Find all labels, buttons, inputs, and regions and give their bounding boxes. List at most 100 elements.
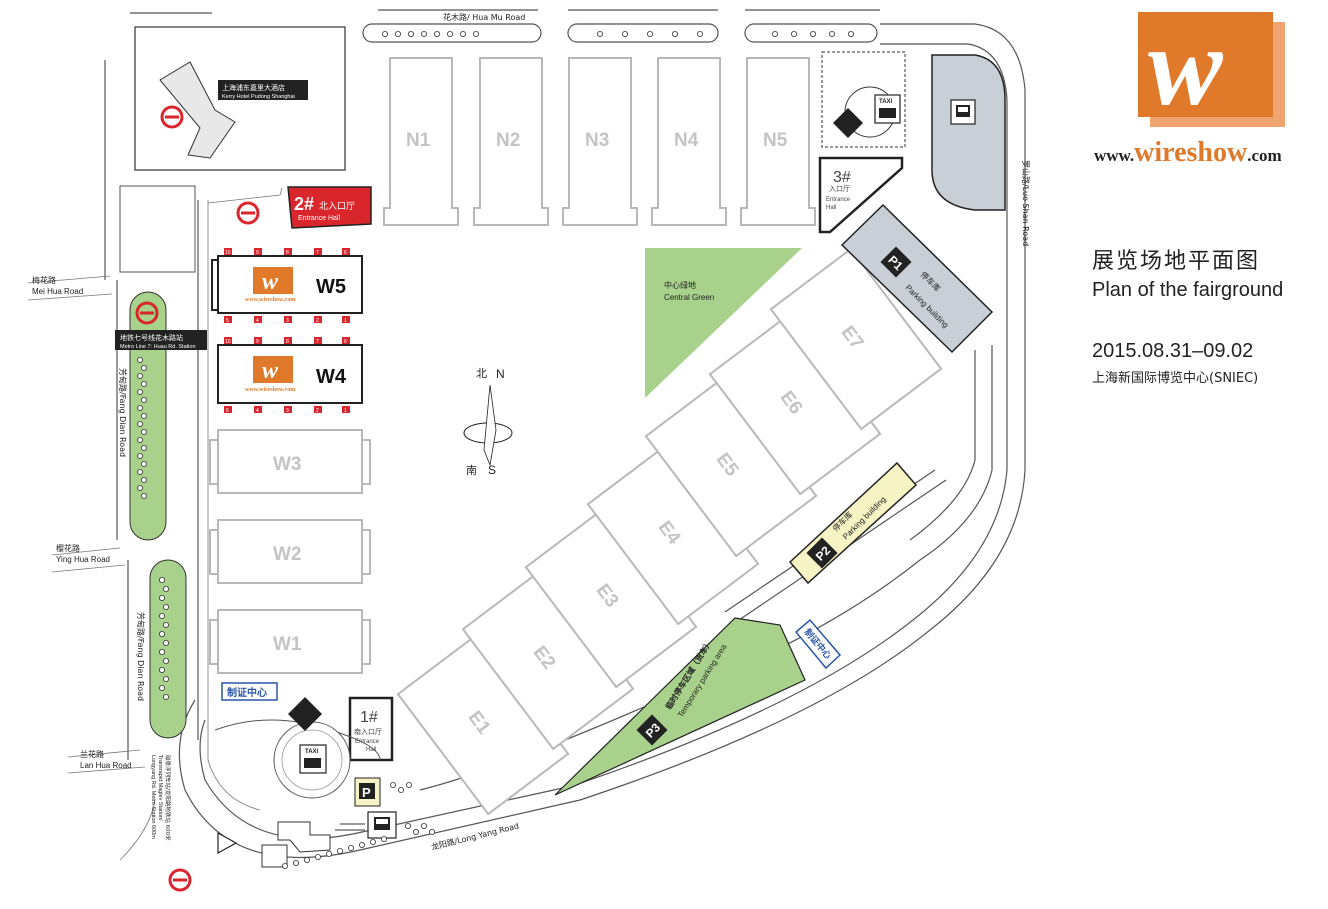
entrance-1[interactable]: 1# 南入口厅 Entrance Hall xyxy=(348,696,394,762)
hall-label-n2: N2 xyxy=(496,130,520,151)
fang-dian-green-strips xyxy=(129,291,187,739)
taxi-stand-north[interactable]: TAXI xyxy=(821,51,906,148)
door-2: 2 xyxy=(316,318,319,324)
metro-name-cn: 地铁七号线花木路站 xyxy=(120,333,183,342)
entrance-3-number: 3# xyxy=(833,169,851,186)
mei-hua-road-cn: 梅花路 xyxy=(32,275,56,285)
parking-p1[interactable]: P1 停车库 Parking building xyxy=(840,203,994,354)
taxi-stand-south[interactable]: TAXI xyxy=(214,697,381,799)
door-7: 7 xyxy=(316,250,319,256)
tree-dot xyxy=(281,863,288,870)
tree-dot xyxy=(420,823,427,830)
tree-dot xyxy=(136,420,143,427)
tree-dot xyxy=(404,823,411,830)
tree-dot xyxy=(829,30,836,37)
hall-n2[interactable] xyxy=(473,57,549,226)
door-2: 2 xyxy=(316,408,319,414)
tree-dot xyxy=(420,30,427,37)
w4-brand-logo: w www.wireshow.com xyxy=(245,356,295,393)
fang-dian-road-label-1: 芳甸路/Fang Dian Road xyxy=(118,368,128,457)
door-10: 10 xyxy=(225,339,231,345)
tree-dot xyxy=(136,468,143,475)
tree-dot xyxy=(158,595,165,602)
door-4: 4 xyxy=(256,408,259,414)
tree-dot xyxy=(433,30,440,37)
door-9: 9 xyxy=(256,339,259,345)
metro-icon xyxy=(160,105,184,129)
door-10: 10 xyxy=(225,250,231,256)
east-halls: E1 E2 E3 E4 E5 E6 E7 xyxy=(396,247,943,816)
tree-dot xyxy=(140,364,147,371)
bus-stop-south[interactable] xyxy=(367,811,397,839)
hall-n3[interactable] xyxy=(562,57,638,226)
tree-dot xyxy=(772,30,779,37)
door-6: 6 xyxy=(344,250,347,256)
tree-dot xyxy=(158,631,165,638)
tree-dot xyxy=(791,30,798,37)
tree-dot xyxy=(140,412,147,419)
entrance-2-en: Entrance Hall xyxy=(298,215,340,222)
hall-label-n5: N5 xyxy=(763,130,788,151)
tree-dot xyxy=(140,444,147,451)
tree-dot xyxy=(136,404,143,411)
parking-vip[interactable]: P xyxy=(354,777,381,807)
north-halls: N1 N2 N3 N4 N5 xyxy=(383,57,816,226)
w5-door-markers: 10 9 8 7 6 5 4 3 2 1 xyxy=(224,248,350,324)
door-3: 3 xyxy=(286,408,289,414)
tree-dot xyxy=(446,30,453,37)
tree-dot xyxy=(381,30,388,37)
tree-dot xyxy=(140,428,147,435)
tree-dot xyxy=(597,30,604,37)
tree-dot xyxy=(347,845,354,852)
entrance-2[interactable]: 2# 北入口厅 Entrance Hall xyxy=(287,186,372,229)
tree-dot xyxy=(697,30,704,37)
tree-dot xyxy=(459,30,466,37)
central-green[interactable]: 中心绿地 Central Green xyxy=(645,248,802,398)
tree-dot xyxy=(472,30,479,37)
tree-dot xyxy=(140,476,147,483)
tree-dot xyxy=(848,30,855,37)
tree-dot xyxy=(325,851,332,858)
hall-label-w1: W1 xyxy=(273,634,302,655)
hall-n1[interactable] xyxy=(383,57,459,226)
mei-hua-road-en: Mei Hua Road xyxy=(32,287,83,296)
direction-arrow-icon xyxy=(288,697,322,731)
west-halls: W3 W2 W1 W5 W4 w www.wireshow.com w www.… xyxy=(209,248,371,674)
compass: 北 N 南 S xyxy=(463,367,513,477)
tree-dot xyxy=(136,436,143,443)
cert-center-west[interactable]: 制证中心 xyxy=(221,682,278,701)
metro-name-en: Metro Line 7: Huau Rd. Station xyxy=(120,344,196,350)
tree-dot xyxy=(622,30,629,37)
tree-dots xyxy=(136,30,855,870)
tree-dot xyxy=(647,30,654,37)
compass-south-cn: 南 xyxy=(466,464,477,477)
metro-icon xyxy=(168,868,192,892)
tree-dot xyxy=(810,30,817,37)
tree-dot xyxy=(158,577,165,584)
entrance-2-number: 2# xyxy=(294,194,314,214)
hall-n4[interactable] xyxy=(651,57,727,226)
w5-brand-url: www.wireshow.com xyxy=(245,297,295,303)
bus-terminal[interactable] xyxy=(931,54,1006,211)
entrance-3[interactable]: 3# 入口厅 Entrance Hall xyxy=(818,156,904,234)
site-url-name: wireshow xyxy=(1134,137,1248,168)
tree-dot xyxy=(136,452,143,459)
tree-dot xyxy=(292,860,299,867)
vip-badge: P xyxy=(362,785,371,800)
hall-n5[interactable] xyxy=(740,57,816,226)
title-block: 展览场地平面图 Plan of the fairground 2015.08.3… xyxy=(1092,243,1322,386)
site-url[interactable]: www.wireshow.com xyxy=(1094,137,1282,169)
door-4: 4 xyxy=(256,318,259,324)
taxi-label-south: TAXI xyxy=(305,749,319,755)
hall-e7[interactable] xyxy=(769,247,943,431)
tree-dot xyxy=(158,685,165,692)
entrance-1-cn: 南入口厅 xyxy=(354,727,382,736)
hall-label-w4: W4 xyxy=(316,366,347,388)
door-3: 3 xyxy=(286,318,289,324)
metro-label: 地铁七号线花木路站 Metro Line 7: Huau Rd. Station xyxy=(115,330,207,350)
maglev-note-2: Transrapid Maglev Station/ xyxy=(157,755,163,821)
entrance-3-en2: Hall xyxy=(826,205,836,211)
entrance-1-en2: Hall xyxy=(366,747,376,753)
door-7: 7 xyxy=(316,339,319,345)
tree-dot xyxy=(158,667,165,674)
